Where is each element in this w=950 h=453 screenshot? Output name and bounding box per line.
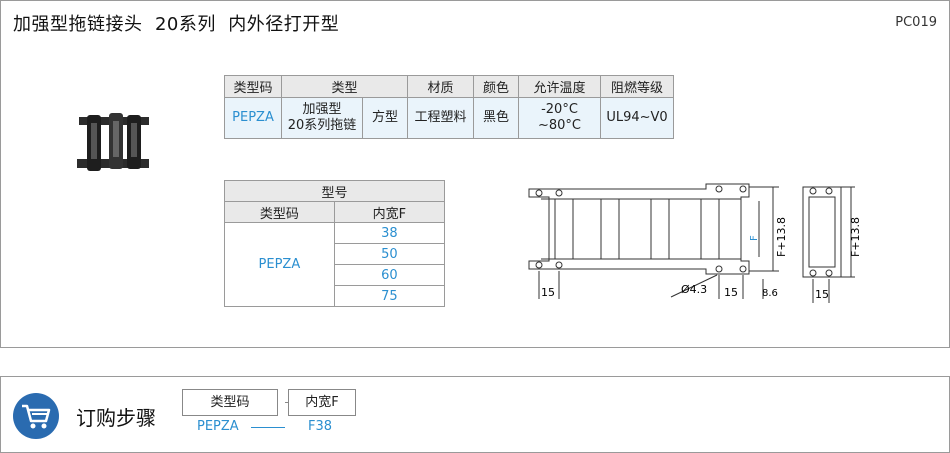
cell-temp: -20°C ~80°C bbox=[518, 97, 601, 139]
order-example-width: F38 bbox=[308, 419, 333, 434]
order-box-type-code: 类型码 bbox=[182, 389, 278, 416]
product-photo bbox=[77, 113, 149, 171]
width-option[interactable]: 50 bbox=[333, 243, 446, 265]
cell-type-code: PEPZA bbox=[224, 97, 282, 139]
side-dim-f138: F+13.8 bbox=[849, 217, 862, 257]
model-title: 型号 bbox=[224, 180, 445, 202]
cell-type-b: 方型 bbox=[362, 97, 408, 139]
side-dim-15: 15 bbox=[815, 288, 829, 301]
order-example-type-code: PEPZA bbox=[197, 419, 239, 434]
spec-table: 类型码 类型 材质 颜色 允许温度 阻燃等级 PEPZA 加强型 20系列拖链 … bbox=[224, 75, 674, 139]
header-flame: 阻燃等级 bbox=[600, 75, 674, 98]
width-option[interactable]: 75 bbox=[333, 285, 446, 307]
cart-icon bbox=[13, 393, 59, 439]
header-type: 类型 bbox=[281, 75, 408, 98]
product-code: PC019 bbox=[895, 15, 937, 30]
dim-15-left: 15 bbox=[541, 286, 555, 299]
front-view-drawing: 15 Ø4.3 15 8.6 F F+13.8 bbox=[528, 183, 788, 299]
dim-15-right: 15 bbox=[724, 286, 738, 299]
cell-flame: UL94~V0 bbox=[600, 97, 674, 139]
page-title: 加强型拖链接头 20系列 内外径打开型 bbox=[13, 14, 340, 35]
header-type-code: 类型码 bbox=[224, 201, 335, 223]
cell-color: 黑色 bbox=[473, 97, 519, 139]
dim-hole: Ø4.3 bbox=[681, 283, 707, 296]
side-view-drawing: F+13.8 15 bbox=[802, 186, 862, 303]
model-table: 型号 类型码 内宽F PEPZA 38 50 60 75 bbox=[224, 180, 446, 307]
order-box-inner-width: 内宽F bbox=[288, 389, 356, 416]
header-material: 材质 bbox=[407, 75, 474, 98]
order-steps-panel: 订购步骤 类型码 内宽F PEPZA F38 bbox=[0, 376, 950, 453]
header-color: 颜色 bbox=[473, 75, 519, 98]
header-temp: 允许温度 bbox=[518, 75, 601, 98]
width-option[interactable]: 60 bbox=[333, 264, 446, 286]
model-type-code: PEPZA bbox=[224, 222, 335, 307]
dim-86: 8.6 bbox=[762, 288, 778, 299]
header-type-code: 类型码 bbox=[224, 75, 282, 98]
dim-f138: F+13.8 bbox=[775, 217, 788, 257]
order-example-separator bbox=[251, 427, 285, 428]
cell-type-a: 加强型 20系列拖链 bbox=[281, 97, 363, 139]
dim-f: F bbox=[749, 235, 760, 241]
header-inner-width: 内宽F bbox=[333, 201, 446, 223]
width-option[interactable]: 38 bbox=[333, 222, 446, 244]
cell-material: 工程塑料 bbox=[407, 97, 474, 139]
order-steps-title: 订购步骤 bbox=[76, 406, 156, 430]
product-panel: 加强型拖链接头 20系列 内外径打开型 PC019 类型码 类型 材质 颜色 允… bbox=[0, 0, 950, 348]
